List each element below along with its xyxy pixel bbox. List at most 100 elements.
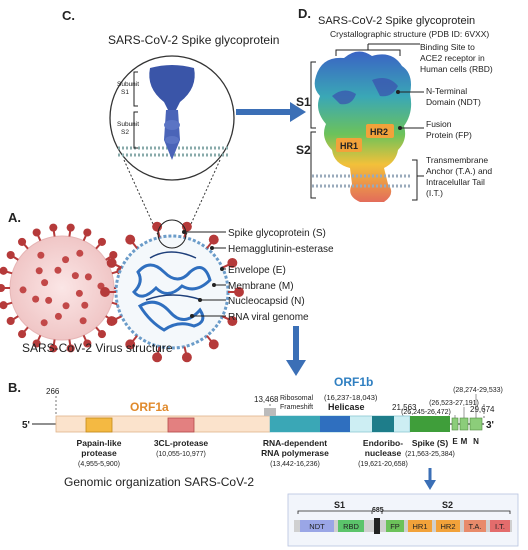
domain-hr2 (436, 520, 460, 532)
spike-glycoprotein-illustration (149, 65, 195, 160)
rbd-annotation-line3: Human cells (RBD) (420, 64, 493, 74)
panel-letter-b: B. (8, 380, 21, 395)
spike-head (125, 234, 136, 245)
spike-highlight-circle (157, 219, 187, 249)
virus-large-spikes (0, 223, 128, 353)
panel-b-caption: Genomic organization SARS-CoV-2 (64, 475, 254, 489)
d-s1-label: S1 (296, 95, 311, 109)
domain-ndt-label: NDT (309, 522, 325, 531)
rbd-annotation-line1: Binding Site to (420, 42, 475, 52)
ta-annotation-line2: Anchor (T.A.) and (426, 166, 492, 176)
rdrp-label-line2: RNA polymerase (261, 448, 329, 458)
subunit-s2-label-line2: S2 (121, 129, 129, 136)
domain-ta-label: T.A. (469, 522, 482, 531)
spike-head (100, 287, 110, 297)
rdrp-label-line1: RNA-dependent (263, 438, 327, 448)
panel-c-title: SARS-CoV-2 Spike glycoprotein (108, 33, 279, 47)
surface-spike (75, 289, 83, 297)
surface-spike (41, 279, 49, 287)
spike-head (97, 237, 106, 246)
spike-head (6, 250, 15, 260)
domain-s1-label: S1 (334, 500, 345, 510)
spike-head (32, 228, 41, 237)
domain-hr1-label: HR1 (412, 522, 427, 531)
spike-head (66, 344, 75, 353)
surface-spike (84, 273, 92, 281)
ta-bracket (412, 159, 418, 201)
pos-29674: 29,674 (470, 405, 495, 414)
panel-letter-d: D. (298, 6, 311, 21)
spike-head (83, 228, 92, 237)
hr1-label: HR1 (340, 141, 358, 151)
zoom-line-left (123, 159, 159, 236)
spike-head (18, 330, 27, 339)
endo-label-line2: nuclease (365, 448, 402, 458)
surface-spike (62, 256, 70, 264)
spike-head (0, 283, 6, 293)
membrane-bilayer-d (312, 174, 412, 188)
panel-d-title: SARS-CoV-2 Spike glycoprotein (318, 15, 475, 27)
label-hemagglutinin-esterase: Hemagglutinin-esterase (228, 244, 334, 255)
helicase-range: (16,237-18,043) (324, 393, 378, 402)
orf1b-label: ORF1b (334, 375, 373, 389)
domain-s1-bracket (297, 510, 373, 514)
e-range: (26,245-26,472) (401, 409, 451, 416)
surface-spike (19, 286, 27, 294)
surface-spike (32, 295, 40, 303)
domain-it-label: I.T. (495, 522, 505, 531)
spike-crystal-structure (314, 51, 412, 202)
endo-range: (19,621-20,658) (358, 461, 408, 468)
frameshift-marker (264, 408, 276, 416)
domain-cleavage-site (374, 518, 380, 534)
spike-head (32, 339, 41, 348)
pos-21563: 21,563 (392, 403, 417, 412)
pos-13468: 13,468 (254, 395, 279, 404)
panel-a-caption: SARS-CoV-2 Virus structure (22, 341, 173, 355)
clpro-label: 3CL-protease (154, 438, 209, 448)
surface-spike (71, 272, 79, 280)
surface-spike (81, 301, 89, 309)
gene-n (469, 417, 483, 431)
spike-gene-range: (21,563-25,384) (405, 451, 455, 458)
spike-head (227, 257, 238, 268)
panel-letter-c: C. (62, 8, 75, 23)
domain-hr2-label: HR2 (440, 522, 455, 531)
d-s2-bracket (310, 131, 316, 199)
n-range: (28,274-29,533) (453, 387, 503, 394)
domain-rbd-label: RBD (343, 522, 359, 531)
gene-spike (410, 416, 450, 432)
surface-spike (54, 266, 62, 274)
domain-ta (464, 520, 486, 532)
ta-annotation-line1: Transmembrane (426, 155, 488, 165)
domain-s2-bracket (381, 510, 511, 514)
spike-head (83, 339, 92, 348)
subunit-s1-label-line2: S1 (121, 89, 129, 96)
arrow-a-to-b-head (286, 360, 306, 376)
subunit-s2-label-line1: Subunit (117, 121, 139, 128)
ndt-dot (396, 90, 400, 94)
gene-endo (372, 416, 394, 432)
spike-head (125, 339, 136, 350)
virus-particle-large (0, 223, 128, 353)
spike-head (18, 237, 27, 246)
ndt-annotation-line1: N-Terminal (426, 86, 467, 96)
spike-gene-label: Spike (S) (412, 438, 449, 448)
label-envelope: Envelope (E) (228, 265, 286, 276)
arrow-c-to-d-head (290, 102, 306, 122)
arrow-spike-to-domains-head (424, 480, 436, 490)
surface-spike (79, 317, 87, 325)
zoom-line-right (185, 159, 221, 236)
spike-head (208, 339, 219, 350)
hr2-label: HR2 (370, 127, 388, 137)
surface-spike (62, 302, 70, 310)
gene-rdrp (270, 416, 320, 432)
ta-annotation-line3: Intracelullar Tail (426, 177, 485, 187)
gene-e-label: E (452, 437, 458, 446)
fp-dot (398, 126, 402, 130)
gene-papain (85, 417, 113, 433)
panel-letter-a: A. (8, 210, 21, 225)
virus-labels: Spike glycoprotein (S) Hemagglutinin-est… (182, 228, 334, 323)
surface-spike (40, 319, 48, 327)
virus-cross-section (100, 221, 244, 363)
